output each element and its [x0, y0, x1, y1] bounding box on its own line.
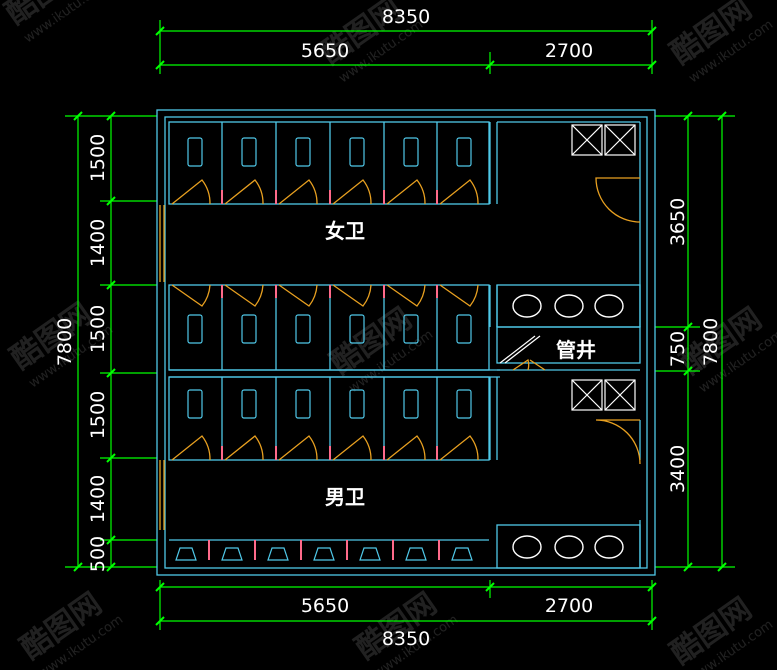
dim-bottom-total: 8350 — [382, 628, 430, 650]
dimension-lines — [65, 20, 735, 630]
dim-left-total: 7800 — [54, 318, 76, 366]
dim-left-1: 1500 — [87, 134, 109, 182]
urinal-edges — [208, 540, 440, 560]
walls — [156, 109, 656, 576]
toilet-fixtures — [187, 137, 472, 419]
room-label-shaft: 管井 — [556, 338, 596, 362]
pipe-shaft-hatch — [499, 335, 541, 364]
room-label-men: 男卫 — [325, 485, 365, 509]
dim-right-3: 3400 — [667, 445, 689, 493]
utility-cabinets — [571, 124, 636, 411]
urinal-fixtures — [175, 547, 473, 561]
sink-fixtures — [512, 294, 624, 559]
dim-left-4: 1500 — [87, 391, 109, 439]
dim-bottom-left: 5650 — [301, 595, 349, 617]
dimension-ticks — [73, 26, 727, 626]
dim-top-left: 5650 — [301, 40, 349, 62]
dim-left-5: 1400 — [87, 475, 109, 523]
room-label-women: 女卫 — [325, 219, 365, 243]
dim-bottom-right: 2700 — [545, 595, 593, 617]
stall-doors — [159, 177, 641, 530]
dim-top-total: 8350 — [382, 6, 430, 28]
dim-left-6: 500 — [87, 536, 109, 572]
dim-right-total: 7800 — [700, 318, 722, 366]
dim-right-2: 750 — [667, 331, 689, 367]
dim-top-right: 2700 — [545, 40, 593, 62]
dim-left-2: 1400 — [87, 219, 109, 267]
dim-right-1: 3650 — [667, 198, 689, 246]
stall-partition-edges — [221, 190, 438, 460]
dim-left-3: 1500 — [87, 305, 109, 353]
